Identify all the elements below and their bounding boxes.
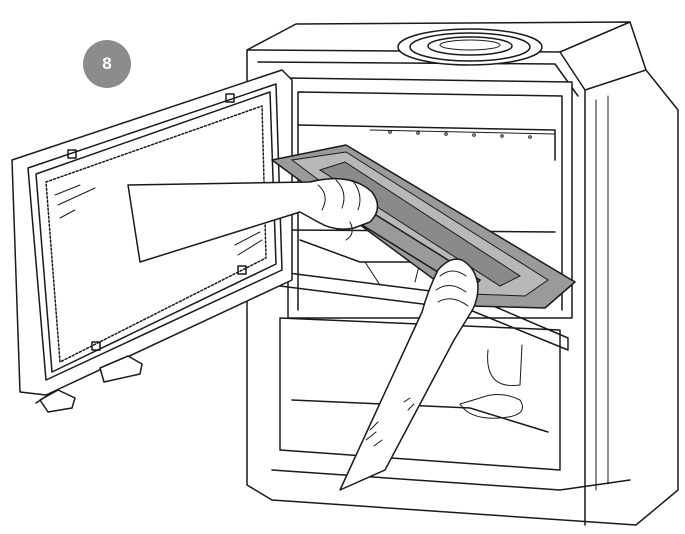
right-hand (339, 258, 479, 491)
step-number-badge: 8 (83, 40, 131, 88)
ash-compartment (271, 317, 631, 491)
step-number: 8 (102, 54, 112, 73)
flue-collar (397, 28, 543, 66)
left-hand (127, 177, 379, 263)
